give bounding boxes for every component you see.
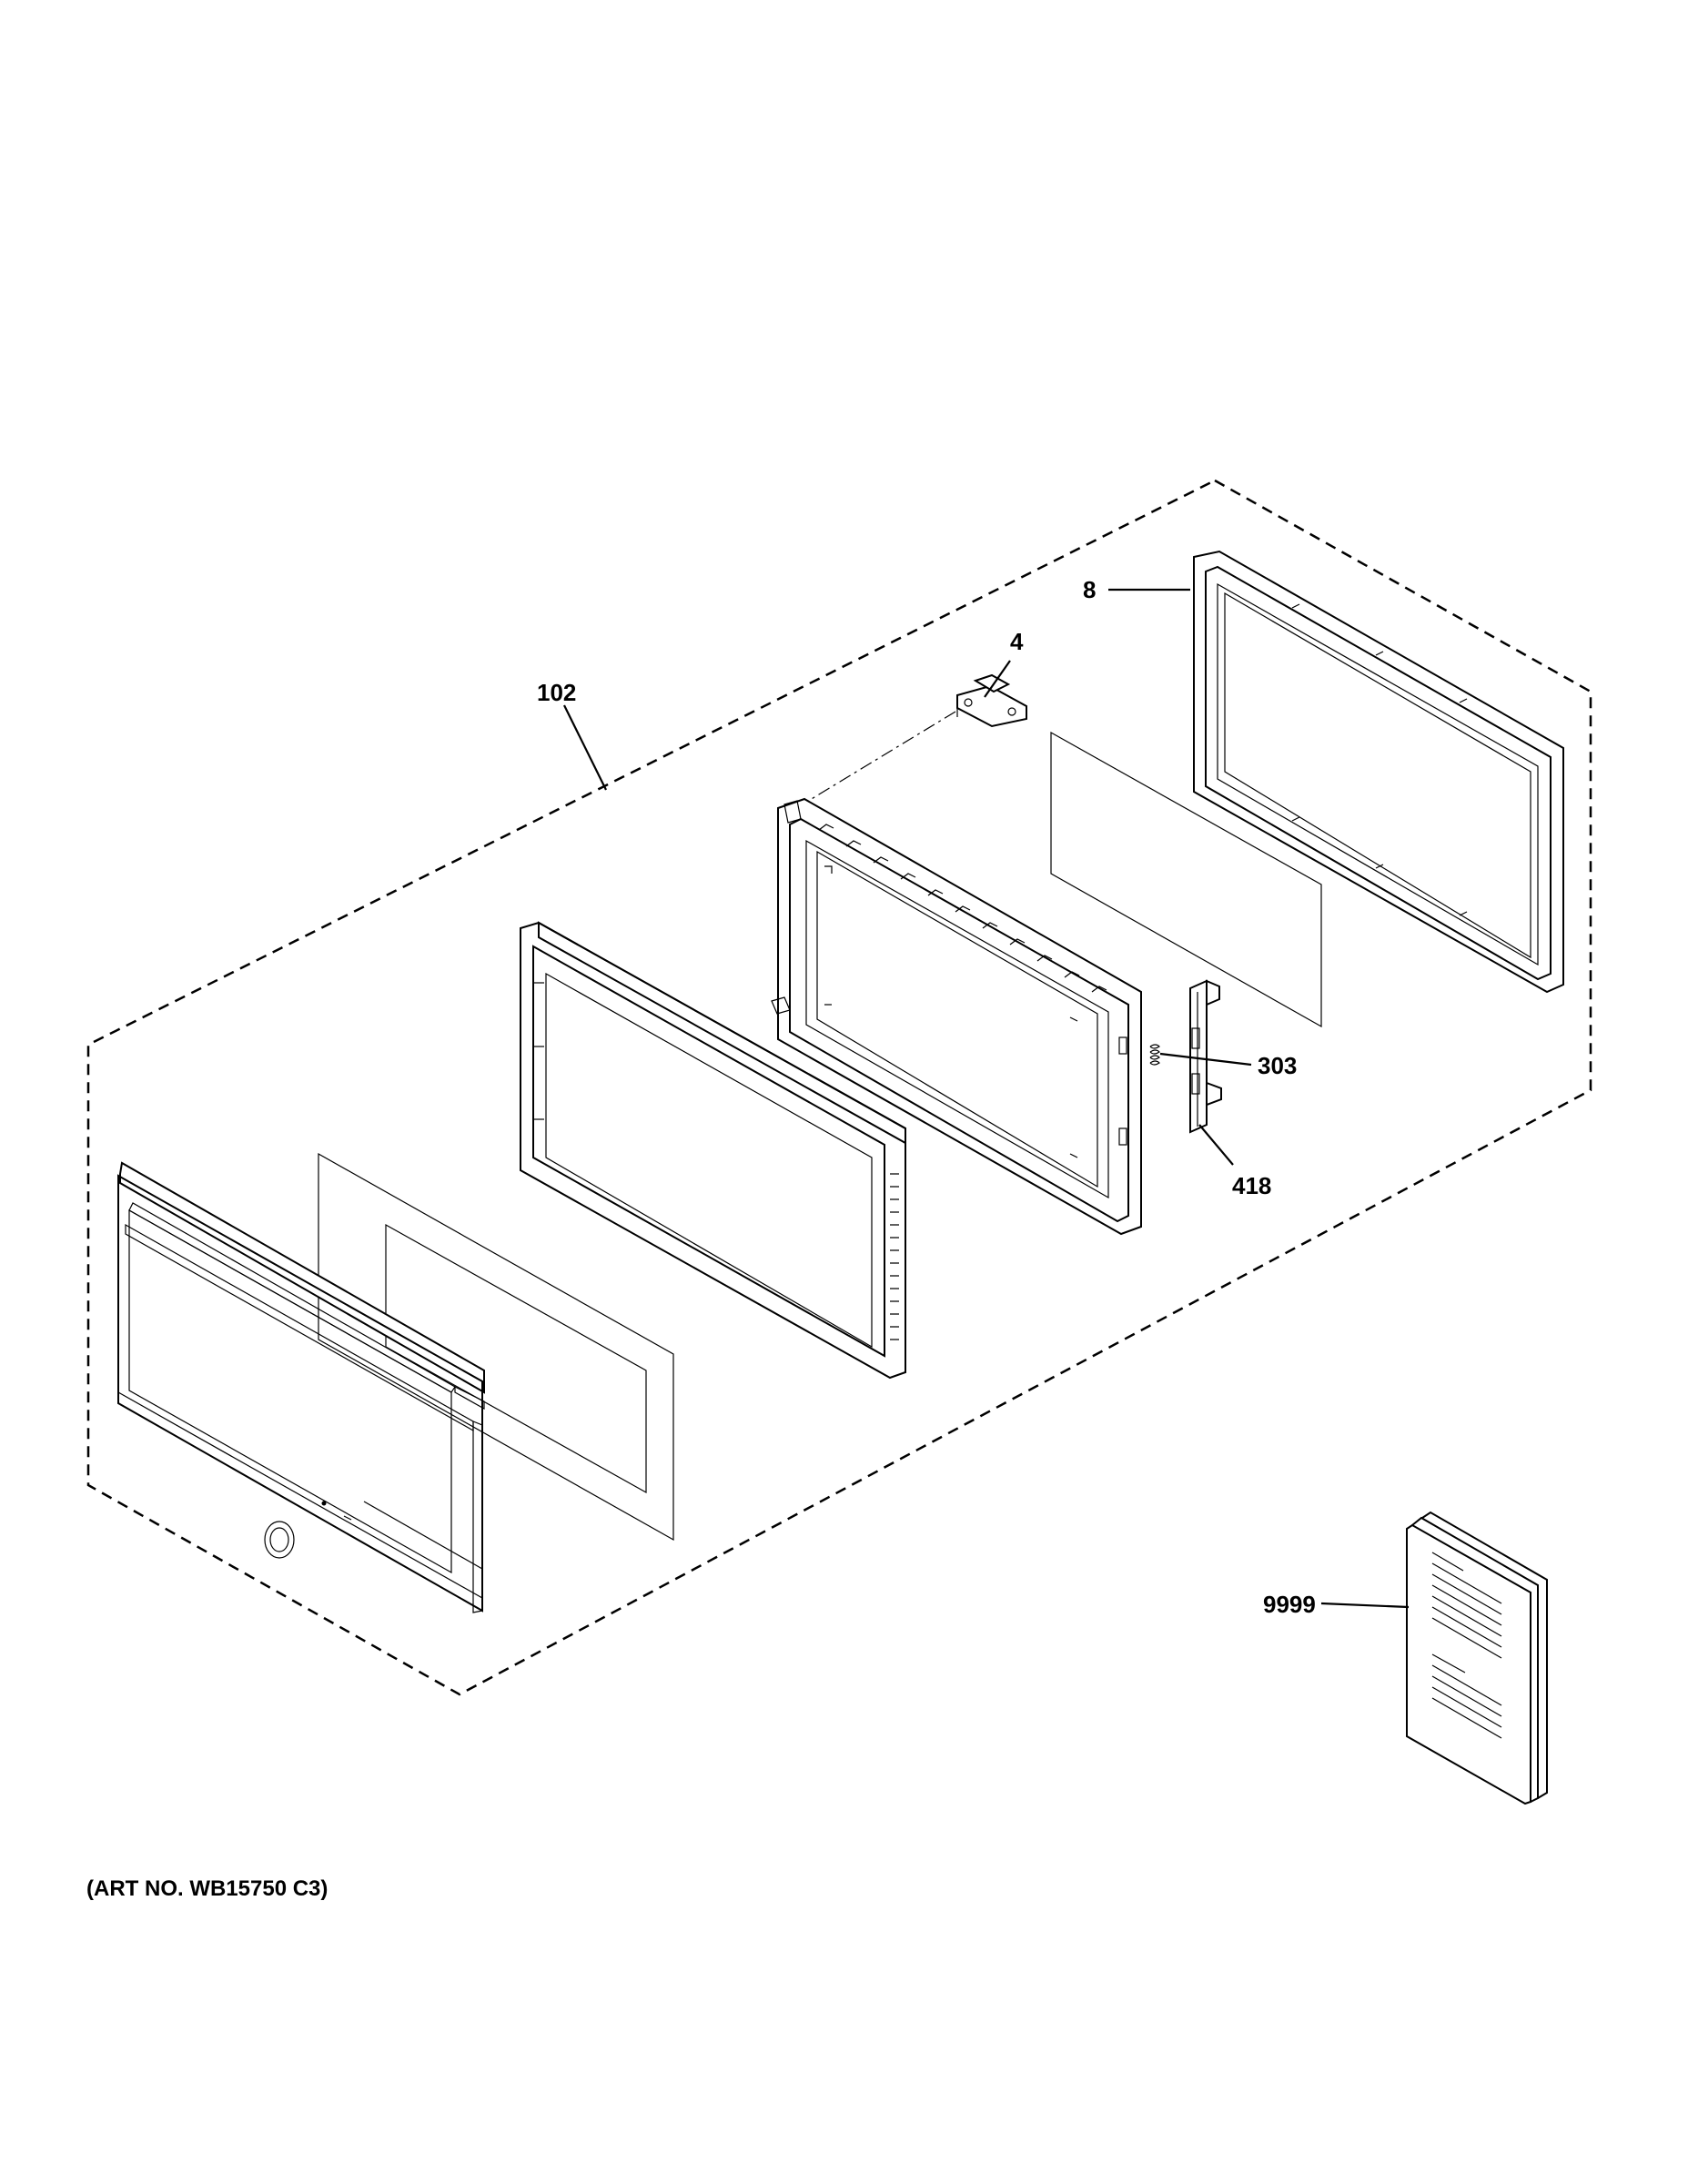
- leader-102: [563, 704, 607, 791]
- callout-303: 303: [1258, 1052, 1297, 1079]
- hinge-alignment-line: [793, 711, 956, 811]
- part-9999-literature: [1406, 1511, 1548, 1805]
- callout-8: 8: [1083, 576, 1096, 603]
- outer-door-panel: [117, 1161, 485, 1613]
- glass-panel-back: [1050, 731, 1322, 1028]
- part-418-latch: [1189, 979, 1222, 1134]
- callout-9999: 9999: [1263, 1591, 1316, 1618]
- leader-lines: [563, 588, 1410, 1609]
- assembly-boundary: [86, 479, 1592, 1696]
- part-8-frame: [1193, 550, 1564, 994]
- art-number: (ART NO. WB15750 C3): [86, 1876, 329, 1901]
- leader-4: [984, 660, 1011, 698]
- leader-9999: [1320, 1602, 1410, 1609]
- leader-418: [1198, 1124, 1234, 1166]
- callout-102: 102: [537, 679, 576, 706]
- callout-4: 4: [1010, 628, 1024, 655]
- inner-door-frame: [771, 797, 1142, 1236]
- leader-303: [1159, 1052, 1252, 1067]
- callout-418: 418: [1232, 1172, 1271, 1199]
- part-4-hinge: [956, 673, 1027, 728]
- door-chassis: [520, 921, 906, 1380]
- part-303-spring: [1149, 1044, 1160, 1066]
